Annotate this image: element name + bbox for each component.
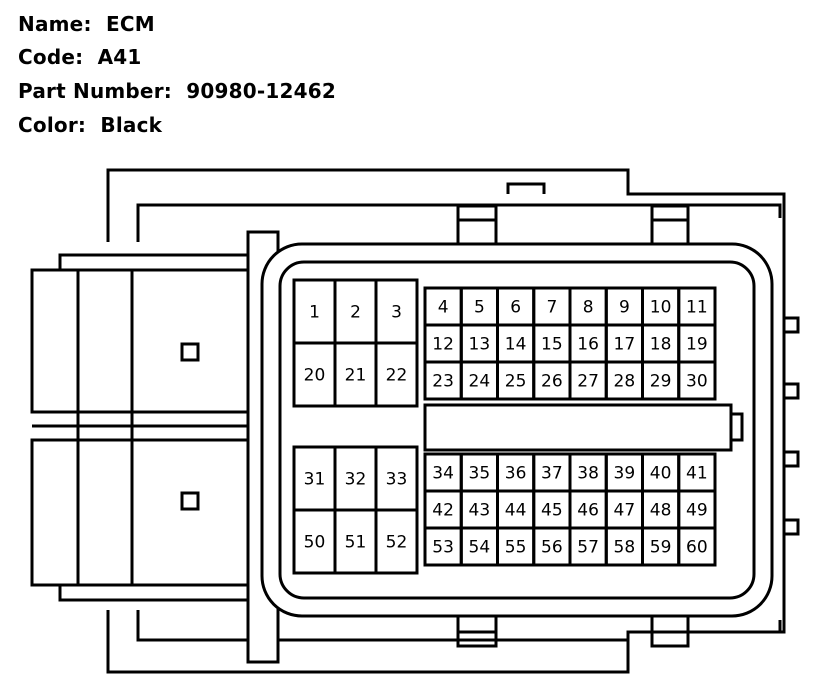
top-tab — [506, 182, 546, 194]
pin-label: 5 — [474, 298, 485, 318]
pin-label: 47 — [614, 501, 636, 521]
pin-label: 43 — [469, 501, 491, 521]
pin-label: 25 — [505, 372, 527, 392]
pin-label: 8 — [583, 298, 594, 318]
pin-label: 39 — [614, 464, 636, 484]
pin-label: 21 — [345, 366, 367, 386]
pin-label: 12 — [432, 335, 454, 355]
pin-label: 56 — [541, 538, 563, 558]
pin-label: 37 — [541, 464, 563, 484]
right-clip-3 — [784, 450, 800, 468]
connector-face-inner — [278, 260, 756, 600]
pin-label: 31 — [304, 470, 326, 490]
cable-latch-upper — [180, 342, 200, 362]
connector-code: Code: A41 — [18, 45, 142, 69]
pin-label: 40 — [650, 464, 672, 484]
pin-label: 42 — [432, 501, 454, 521]
part-number: Part Number: 90980-12462 — [18, 79, 336, 103]
pin-label: 33 — [386, 470, 408, 490]
pin-label: 22 — [386, 366, 408, 386]
pin-block-c: 31 32 33 50 51 52 — [292, 445, 419, 575]
pin-label: 23 — [432, 372, 454, 392]
pin-label: 3 — [391, 303, 402, 323]
pin-label: 35 — [469, 464, 491, 484]
pin-cell — [374, 341, 419, 408]
pin-label: 41 — [686, 464, 708, 484]
pin-label: 2 — [350, 303, 361, 323]
pin-cell — [374, 508, 419, 575]
latch-top-right — [650, 204, 690, 244]
pin-label: 36 — [505, 464, 527, 484]
pin-label: 32 — [345, 470, 367, 490]
pin-label: 1 — [309, 303, 320, 323]
pin-label: 19 — [686, 335, 708, 355]
pin-label: 59 — [650, 538, 672, 558]
pin-label: 55 — [505, 538, 527, 558]
pin-label: 46 — [577, 501, 599, 521]
center-key-notch — [731, 412, 744, 442]
center-key-bar — [423, 403, 733, 452]
pin-label: 50 — [304, 533, 326, 553]
pin-label: 20 — [304, 366, 326, 386]
pin-label: 44 — [505, 501, 527, 521]
pin-block-d: 34 35 36 37 38 39 40 41 42 43 44 45 46 47 48 49 53 54 55 56… — [423, 452, 717, 567]
right-clip-1 — [784, 316, 800, 334]
pin-label: 28 — [614, 372, 636, 392]
pin-label: 52 — [386, 533, 408, 553]
pin-label: 11 — [686, 298, 708, 318]
left-cable-lower — [30, 438, 252, 587]
pin-label: 30 — [686, 372, 708, 392]
right-clip-2 — [784, 382, 800, 400]
pin-label: 27 — [577, 372, 599, 392]
pin-label: 10 — [650, 298, 672, 318]
pin-label: 9 — [619, 298, 630, 318]
connector-housing — [106, 168, 786, 674]
pin-label: 60 — [686, 538, 708, 558]
latch-top-left — [456, 204, 498, 244]
pin-label: 34 — [432, 464, 454, 484]
pin-label: 24 — [469, 372, 491, 392]
pin-label: 26 — [541, 372, 563, 392]
pin-label: 15 — [541, 335, 563, 355]
pin-label: 51 — [345, 533, 367, 553]
pin-label: 17 — [614, 335, 636, 355]
pin-label: 45 — [541, 501, 563, 521]
pin-label: 57 — [577, 538, 599, 558]
pin-cell — [677, 360, 717, 401]
connector-name: Name: ECM — [18, 12, 155, 36]
pin-label: 4 — [438, 298, 449, 318]
cable-latch-lower — [180, 491, 200, 511]
right-clip-4 — [784, 518, 800, 536]
pin-label: 18 — [650, 335, 672, 355]
pin-label: 53 — [432, 538, 454, 558]
pin-label: 49 — [686, 501, 708, 521]
pin-label: 48 — [650, 501, 672, 521]
pin-label: 29 — [650, 372, 672, 392]
pin-label: 38 — [577, 464, 599, 484]
pin-block-a: 1 2 3 20 21 22 — [292, 278, 419, 408]
pin-cell — [677, 526, 717, 567]
pin-label: 54 — [469, 538, 491, 558]
left-cable-frame — [32, 253, 250, 602]
connector-face-outer — [260, 242, 774, 618]
pin-label: 6 — [510, 298, 521, 318]
pin-label: 16 — [577, 335, 599, 355]
connector-color: Color: Black — [18, 113, 163, 137]
left-cable-upper — [30, 268, 252, 414]
pin-label: 58 — [614, 538, 636, 558]
pin-label: 7 — [546, 298, 557, 318]
pin-block-b: 4 5 6 7 8 9 10 11 12 13 14 15 16 17 18 19 23 24 25 26 27 28 29… — [423, 286, 717, 401]
pin-label: 14 — [505, 335, 527, 355]
pin-label: 13 — [469, 335, 491, 355]
